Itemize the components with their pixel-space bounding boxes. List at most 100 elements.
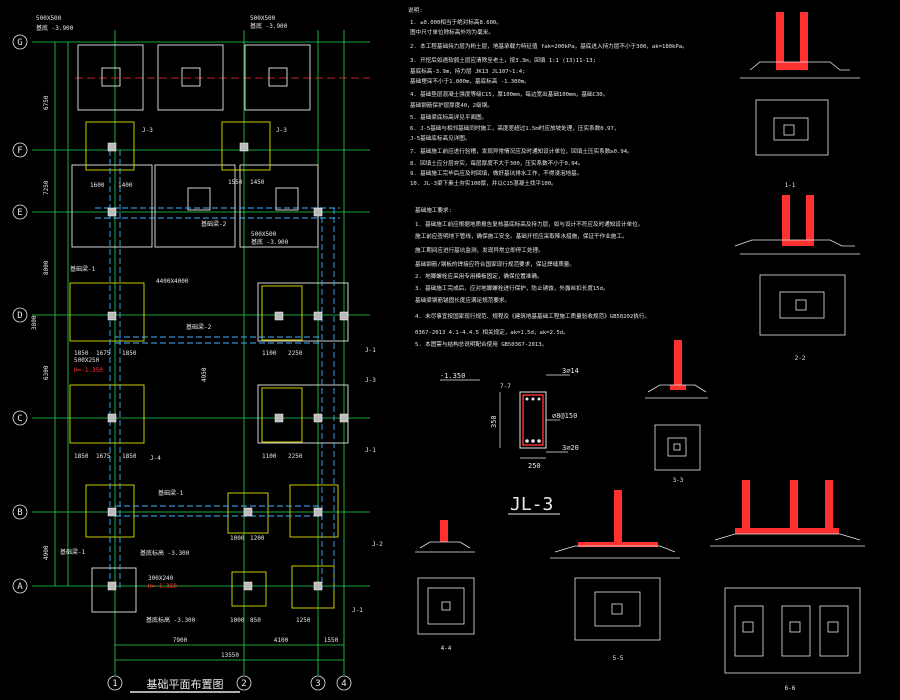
dim-bottom-2: 4100 [274, 637, 289, 644]
note2-line-8: 0367-2013 4.1-4.4.5 相关规定，ak=1.5d，ak=2.5d… [415, 328, 569, 336]
axis-label-1: 1 [112, 679, 117, 689]
axis-label-e: E [17, 208, 22, 218]
notes-block: 说明: 1. ±0.000相当于绝对标高8.600。 图中尺寸单位除标高外均为毫… [408, 6, 688, 348]
dim-1350: 1850 [74, 350, 89, 357]
detail-7-7-label: 7-7 [500, 383, 511, 390]
note2-line-9: 5. 本图需与结构总说明配合使用 GB50367-2013。 [415, 340, 547, 348]
plan-title: 基础平面布置图 [147, 678, 224, 691]
label-size-a: 4400X4000 [156, 278, 189, 285]
dim-1200: 1200 [250, 535, 265, 542]
dim-left-3: 8000 [43, 260, 50, 275]
note-line-3: 3. 开挖后如遇软弱土层应清除至老土，按3.3m，回填 1:1 (13)11-1… [410, 56, 596, 64]
columns [107, 142, 349, 591]
notes2-title: 基础施工要求: [415, 206, 452, 214]
label-elev-red-a: H=-1.350 [74, 367, 103, 374]
label-elev-a: 基底标高 -3.300 [140, 549, 190, 557]
label-size-c: 500X250 [74, 357, 100, 364]
dim-1850b: 1850 [74, 453, 89, 460]
dim-bottom-1: 7900 [173, 637, 188, 644]
axis-label-b: B [17, 508, 22, 518]
note2-line-6: 基础梁钢筋锚固长度应满足规范要求。 [415, 296, 510, 304]
label-beam-e: 基础梁-2 [201, 220, 227, 228]
label-j3c: J-3 [365, 377, 376, 384]
row-axis-bubbles [12, 34, 28, 594]
axis-label-g: G [17, 38, 22, 48]
dim-1600: 1600 [90, 182, 105, 189]
dim-1250: 1250 [296, 617, 311, 624]
top-note-c: 500X500 [250, 15, 276, 22]
dim-1000b: 1000 [230, 617, 245, 624]
top-note-a: 500X500 [36, 15, 62, 22]
label-elev-red-b: H=-1.350 [148, 583, 177, 590]
dim-1850a: 1850 [122, 350, 137, 357]
detail-3-3-label: 3-3 [673, 477, 684, 484]
label-size-d: 300X240 [148, 575, 174, 582]
dim-left-4: 3800 [31, 315, 38, 330]
footings-yellow [69, 121, 339, 609]
axis-label-3: 3 [315, 679, 320, 689]
dim-1100b: 1100 [262, 453, 277, 460]
note2-line-3: 基础钢筋/钢板的焊接应符合国家现行规范要求，保证焊缝质量。 [415, 260, 575, 268]
note2-line-5: 3. 基础施工完成后，应对地脚螺栓进行保护，防止锈蚀，外露丝扣长度15d。 [415, 284, 609, 292]
note2-line-0: 1. 基础施工前应根据地质报告复核基底标高及持力层，如与设计不符应及时通知设计单… [415, 220, 643, 228]
axis-label-d: D [17, 311, 22, 321]
label-beam-b: 基础梁-2 [186, 323, 212, 331]
label-j3a: J-3 [142, 127, 153, 134]
jl3-bot-bar: 3⌀20 [562, 444, 579, 452]
dim-left-6: 4900 [43, 545, 50, 560]
dim-left-1: 6750 [43, 95, 50, 110]
label-j1b: J-1 [365, 447, 376, 454]
notes-title: 说明: [408, 6, 423, 14]
col-axis-bubbles [107, 675, 352, 691]
detail-2-2 [734, 195, 860, 336]
dim-1850c: 1850 [122, 453, 137, 460]
jl3-title: JL-3 [510, 494, 553, 515]
jl3-section [440, 374, 570, 459]
label-elev-c: 基底标高 -3.300 [146, 616, 196, 624]
note-line-2: 2. 本工程基础持力层为粉土层，地基承载力特征值 fak=200kPa，基底进入… [410, 42, 688, 50]
axis-label-a: A [17, 582, 23, 592]
label-beam-d: 基础梁-1 [60, 548, 86, 556]
detail-6-6-label: 6-6 [785, 685, 796, 692]
dim-1675: 1675 [96, 350, 111, 357]
detail-1-1-label: 1-1 [785, 182, 796, 189]
label-j2: J-2 [372, 541, 383, 548]
detail-4-4-label: 4-4 [441, 645, 452, 652]
axis-label-f: F [17, 146, 22, 156]
jl3-elev: -1.350 [440, 372, 465, 380]
jl3-stirrup: ⌀8@150 [552, 412, 577, 420]
note-line-7: 基础钢筋保护层厚度40，2级钢。 [410, 101, 493, 109]
top-note-b: 基底 -3.900 [36, 24, 74, 32]
axis-label-c: C [17, 414, 22, 424]
dim-1100a: 1100 [262, 350, 277, 357]
dim-1400: 1400 [118, 182, 133, 189]
note2-line-1: 施工前应查明地下管线，确保施工安全。基础开挖应采取降水措施，保证干作业施工。 [415, 232, 628, 240]
note-line-9: 6. J-5基础与相邻基础同时施工，高度差超过1.5m时应放坡处理，压实系数0.… [410, 124, 619, 132]
label-beam-c: 基础梁-1 [158, 489, 184, 497]
note2-line-4: 2. 地脚螺栓应采用专用模板固定，确保位置准确。 [415, 272, 543, 280]
label-beam-a: 基础梁-1 [70, 265, 96, 273]
axis-label-2: 2 [241, 679, 246, 689]
note-line-12: 8. 回填土应分层夯实，每层厚度不大于300，压实系数不小于0.94。 [410, 159, 584, 167]
dim-1675b: 1675 [96, 453, 111, 460]
detail-5-5 [550, 490, 680, 641]
note-line-10: J-5基础底标高见详图。 [410, 134, 470, 142]
dim-1450: 1450 [250, 179, 265, 186]
top-note-d: 基底 -3.900 [250, 22, 288, 30]
dim-4950: 4950 [201, 367, 208, 382]
note-line-0: 1. ±0.000相当于绝对标高8.600。 [410, 18, 502, 26]
dim-2250a: 2250 [288, 350, 303, 357]
note-line-13: 9. 基础施工完毕后应及时回填，做好基坑排水工作，不得浸泡地基。 [410, 169, 582, 177]
axis-label-4: 4 [341, 679, 346, 689]
detail-4-4 [415, 520, 475, 635]
note-line-11: 7. 基础施工前应进行验槽，发现异常情况应及时通知设计单位，回填土压实系数≥0.… [410, 147, 633, 155]
jl3-width: 250 [528, 462, 541, 470]
note2-line-7: 4. 未尽事宜按国家现行规范、规程及《建筑地基基础工程施工质量验收规范》GB50… [415, 312, 650, 320]
foundation-beams [95, 150, 340, 590]
label-j4: J-4 [150, 455, 161, 462]
label-elev-b: 基底 -3.900 [251, 238, 289, 246]
plan-grid [32, 30, 370, 675]
note-line-5: 基础埋深不小于1.000m，基底标高 -1.300m。 [410, 77, 530, 85]
note2-line-2: 施工期间应进行基坑监测，发现异常立即停工处理。 [415, 246, 544, 254]
